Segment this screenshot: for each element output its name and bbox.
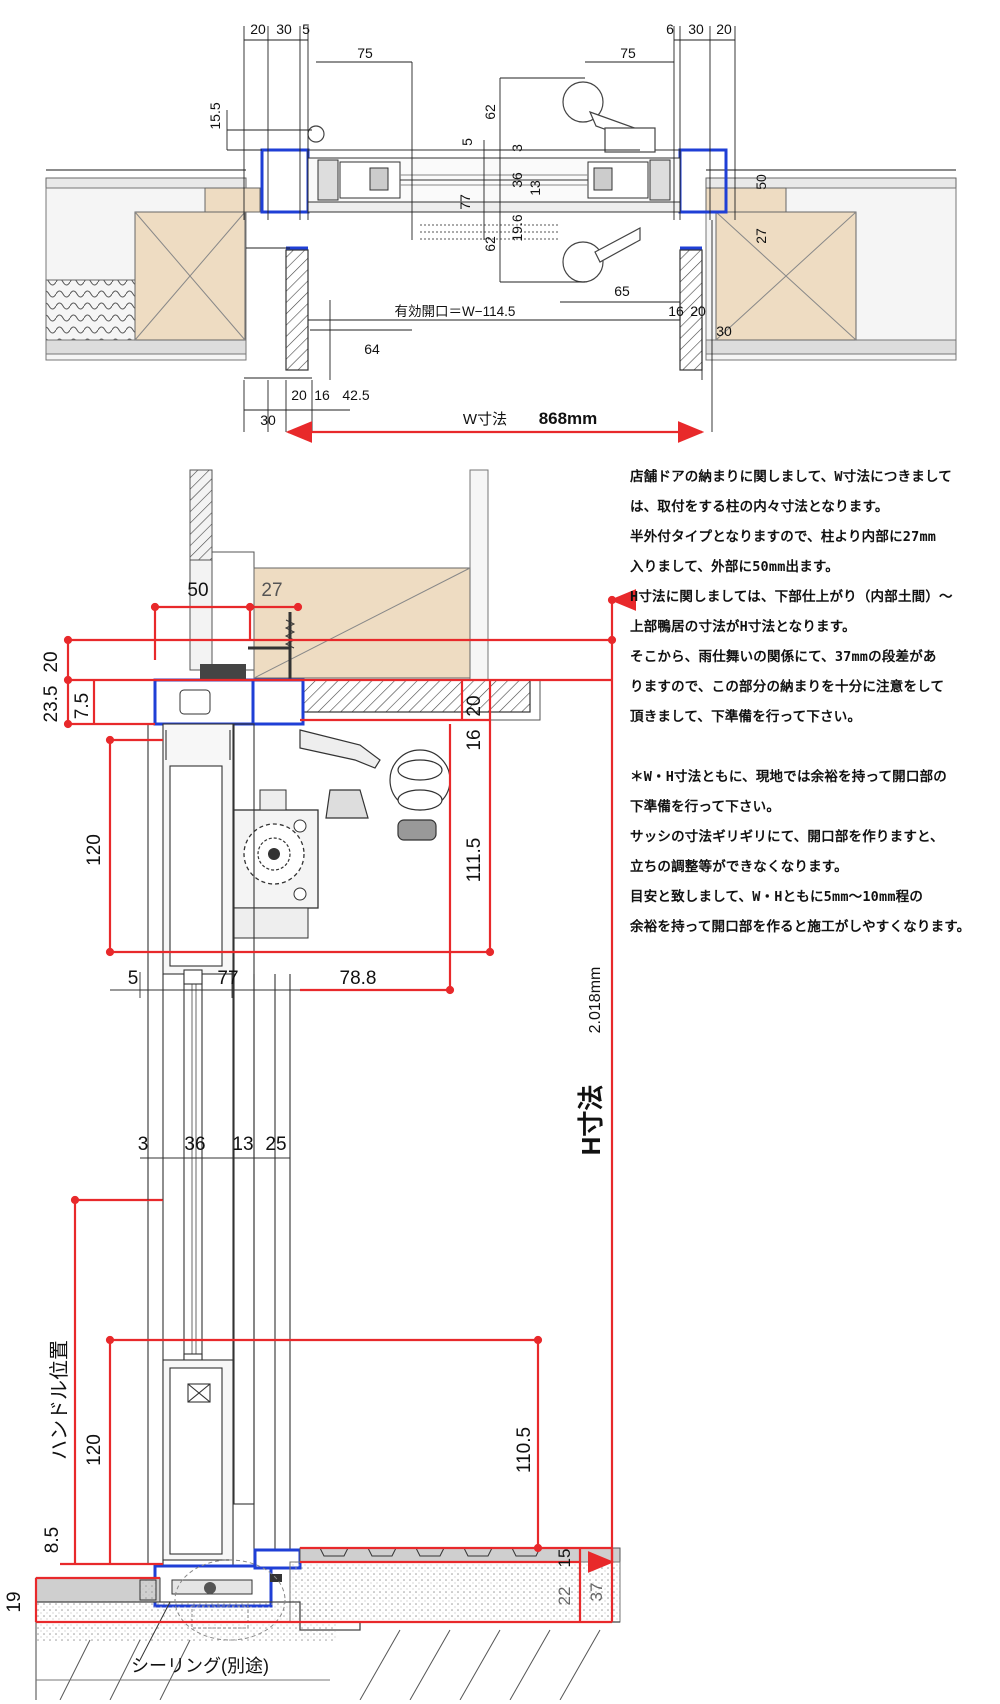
plan-handle-bottom xyxy=(562,227,641,283)
plan-dim-75-right: 75 xyxy=(620,45,636,61)
left-jamb xyxy=(285,249,309,371)
door-leaf-section xyxy=(147,723,291,1565)
sealing-label: シーリング(別途) xyxy=(131,1656,269,1676)
note-line: H寸法に関しましては、下部仕上がり（内部土間）〜 xyxy=(630,589,953,605)
note-line: 余裕を持って開口部を作ると施工がしやすくなります。 xyxy=(630,919,971,935)
plan-dim-30-bottom: 30 xyxy=(260,412,276,428)
plan-dim-5: 5 xyxy=(459,138,475,146)
plan-dim-20-bottom: 20 xyxy=(291,387,307,403)
w-dimension-value: 868mm xyxy=(539,409,598,428)
section-bottom-frame xyxy=(153,1548,302,1608)
plan-dim-30-left: 30 xyxy=(276,21,292,37)
section-red-dimensions xyxy=(34,589,637,1624)
section-dim-19: 19 xyxy=(4,1591,25,1612)
section-dim-8-5: 8.5 xyxy=(42,1527,63,1553)
plan-dim-30-corner: 30 xyxy=(716,323,732,339)
h-dimension-value: 2.018mm xyxy=(587,967,604,1034)
plan-dim-27: 27 xyxy=(753,228,769,244)
section-dim-20-left: 20 xyxy=(41,651,62,672)
lock-body xyxy=(212,789,319,939)
plan-dim-16: 16 xyxy=(668,303,684,319)
plan-dim-20-left: 20 xyxy=(250,21,266,37)
h-dimension-label: H寸法 xyxy=(576,1085,606,1156)
plan-dim-50: 50 xyxy=(753,174,769,190)
section-dim-25: 25 xyxy=(265,1134,286,1155)
cylinder-icon xyxy=(307,125,325,143)
section-dim-111-5: 111.5 xyxy=(464,838,485,883)
handle-position-label: ハンドル位置 xyxy=(48,1340,71,1460)
plan-dim-62-bottom: 62 xyxy=(482,236,498,252)
right-wood-post xyxy=(705,187,857,341)
section-dim-78-8: 78.8 xyxy=(340,968,377,989)
note-line: 入りまして、外部に50mm出ます。 xyxy=(630,559,839,575)
section-dim-13: 13 xyxy=(232,1134,253,1155)
section-dim-7-5: 7.5 xyxy=(72,693,93,719)
plan-sash xyxy=(307,149,681,240)
plan-dim-77: 77 xyxy=(457,194,473,210)
section-dim-3: 3 xyxy=(138,1134,149,1155)
note-line: サッシの寸法ギリギリにて、開口部を作りますと、 xyxy=(630,829,944,845)
plan-dim-20-right: 20 xyxy=(716,21,732,37)
section-dim-120-bottom: 120 xyxy=(84,1434,105,1466)
note-line: は、取付をする柱の内々寸法となります。 xyxy=(630,499,889,515)
section-dim-37: 37 xyxy=(587,1583,606,1602)
note-line: 店舗ドアの納まりに関しまして、W寸法につきまして xyxy=(630,469,952,485)
section-dim-77: 77 xyxy=(217,968,238,989)
plan-dim-65: 65 xyxy=(614,283,630,299)
note-line: 半外付タイプとなりますので、柱より内部に27mm xyxy=(630,529,937,545)
w-dimension-label: W寸法 xyxy=(463,411,507,428)
section-dim-23-5: 23.5 xyxy=(41,686,62,723)
plan-dim-16-bottom: 16 xyxy=(314,387,330,403)
section-head-hatch xyxy=(299,679,531,713)
left-wood-post xyxy=(134,187,261,341)
note-line: 上部鴨居の寸法がH寸法となります。 xyxy=(630,619,856,635)
plan-dim-13: 13 xyxy=(527,180,543,196)
door-closer xyxy=(299,729,451,841)
plan-view: 20 30 5 6 30 20 75 75 15.5 62 62 5 3 36 … xyxy=(45,21,957,443)
plan-dim-62-top: 62 xyxy=(482,104,498,120)
note-line: そこから、雨仕舞いの関係にて、37mmの段差があ xyxy=(630,649,937,665)
section-dim-27: 27 xyxy=(261,580,282,601)
section-dim-36: 36 xyxy=(184,1134,205,1155)
plan-dim-15-5: 15.5 xyxy=(207,102,223,129)
section-dim-110-5: 110.5 xyxy=(514,1427,535,1473)
section-dim-16-right: 16 xyxy=(464,729,485,750)
plan-dim-30-right: 30 xyxy=(688,21,704,37)
installation-notes: 店舗ドアの納まりに関しまして、W寸法につきまして は、取付をする柱の内々寸法とな… xyxy=(630,462,990,942)
note-line: ＊W・H寸法ともに、現地では余裕を持って開口部の xyxy=(630,769,947,785)
note-line: 頂きまして、下準備を行って下さい。 xyxy=(630,709,862,725)
plan-dim-75-left: 75 xyxy=(357,45,373,61)
section-dim-50: 50 xyxy=(187,580,208,601)
section-dim-22: 22 xyxy=(555,1587,574,1606)
section-floor xyxy=(35,1547,621,1701)
plan-dim-42-5-bottom: 42.5 xyxy=(342,387,369,403)
plan-dim-36: 36 xyxy=(509,172,525,188)
plan-handle-top xyxy=(562,81,656,153)
note-spacer xyxy=(630,732,990,762)
plan-dim-5-left: 5 xyxy=(302,21,310,37)
section-dim-20-right: 20 xyxy=(464,695,485,716)
section-dim-5: 5 xyxy=(128,968,139,989)
note-line: 下準備を行って下さい。 xyxy=(630,799,781,815)
plan-dim-19-6: 19.6 xyxy=(509,214,525,241)
section-wood-lintel xyxy=(253,567,471,679)
section-view: 50 27 23.5 20 7.5 20 16 120 111.5 5 77 7… xyxy=(4,469,637,1701)
note-line: 目安と致しまして、W・Hともに5mm〜10mm程の xyxy=(630,889,924,905)
note-line: りますので、この部分の納まりを十分に注意をして xyxy=(630,679,945,695)
section-dim-15: 15 xyxy=(555,1549,574,1568)
plan-dim-20: 20 xyxy=(690,303,706,319)
plan-effective-opening: 有効開口＝W−114.5 xyxy=(395,304,516,319)
note-line: 立ちの調整等ができなくなります。 xyxy=(630,859,848,875)
section-dim-120-top: 120 xyxy=(84,834,105,866)
plan-dim-3: 3 xyxy=(509,144,525,152)
plan-dim-6-right: 6 xyxy=(666,21,674,37)
plan-dim-64: 64 xyxy=(364,341,380,357)
